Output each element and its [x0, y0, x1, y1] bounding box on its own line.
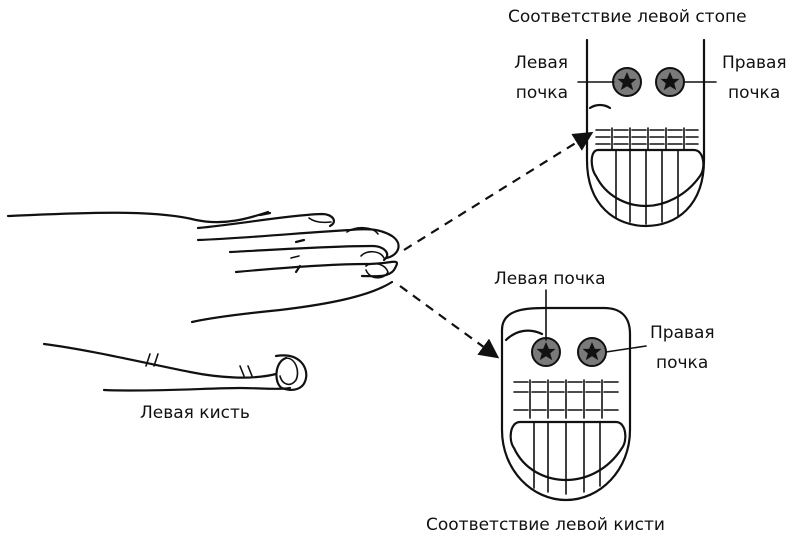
arrow-to-foot-match [403, 131, 594, 251]
arrow-to-hand-match [399, 285, 500, 359]
foot-left-kidney-star-icon [612, 67, 642, 97]
foot-right-kidney-label-2: почка [728, 83, 780, 103]
hand-right-kidney-label-2: почка [656, 353, 708, 373]
left-hand-drawing [6, 210, 400, 392]
hand-match-panel [500, 289, 647, 502]
hand-left-kidney-label: Левая почка [494, 269, 606, 289]
foot-right-kidney-star-icon [655, 67, 685, 97]
hand-match-title: Соответствие левой кисти [426, 515, 665, 535]
foot-left-kidney-label-2: почка [516, 83, 568, 103]
hand-right-kidney-label-1: Правая [650, 323, 715, 343]
foot-left-kidney-label-1: Левая [514, 53, 568, 73]
left-hand-label: Левая кисть [140, 403, 250, 423]
hand-left-kidney-star-icon [531, 337, 561, 367]
hand-right-kidney-star-icon [577, 337, 607, 367]
foot-match-title: Соответствие левой стопе [508, 7, 747, 27]
foot-match-panel [577, 38, 717, 228]
foot-right-kidney-label-1: Правая [722, 53, 787, 73]
